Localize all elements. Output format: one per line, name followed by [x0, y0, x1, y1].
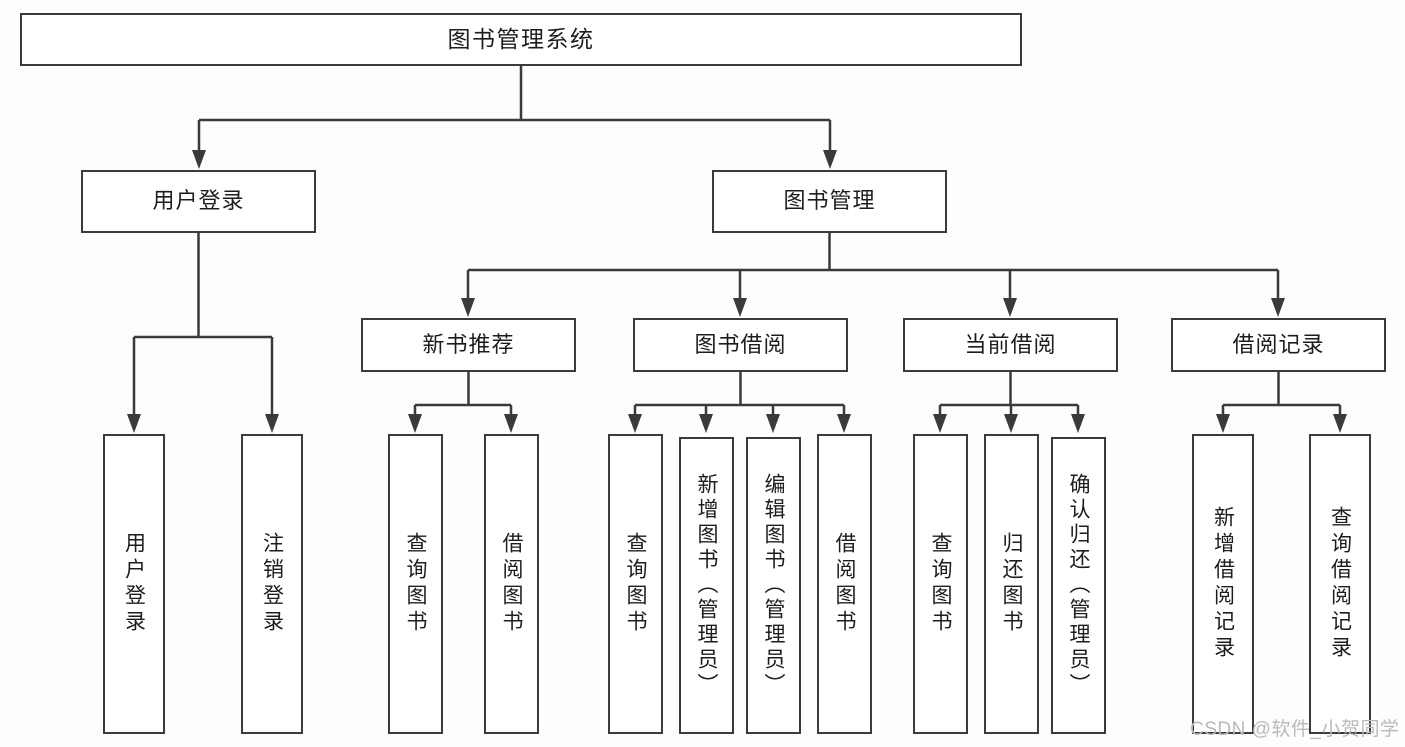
node-leaf-query-book-2[interactable]: 查询图书	[608, 434, 663, 734]
node-leaf-add-record[interactable]: 新增借阅记录	[1192, 434, 1254, 734]
node-leaf-edit-book[interactable]: 编辑图书（管理员）	[746, 437, 801, 734]
node-label: 查询图书	[929, 532, 952, 636]
node-leaf-query-book-1[interactable]: 查询图书	[388, 434, 443, 734]
node-leaf-user-login[interactable]: 用户登录	[103, 434, 165, 734]
node-root[interactable]: 图书管理系统	[20, 13, 1022, 66]
node-leaf-query-book-3[interactable]: 查询图书	[913, 434, 968, 734]
node-label: 确认归还（管理员）	[1067, 473, 1090, 698]
node-label: 图书借阅	[694, 331, 787, 357]
node-label: 查询借阅记录	[1328, 506, 1352, 662]
node-leaf-confirm-return[interactable]: 确认归还（管理员）	[1051, 437, 1106, 734]
node-label: 新增图书（管理员）	[695, 473, 718, 698]
node-leaf-add-book[interactable]: 新增图书（管理员）	[679, 437, 734, 734]
node-label: 查询图书	[624, 532, 647, 636]
node-leaf-user-logout[interactable]: 注销登录	[241, 434, 303, 734]
node-current-borrow[interactable]: 当前借阅	[903, 318, 1118, 372]
node-label: 用户登录	[122, 532, 146, 636]
node-label: 借阅图书	[833, 532, 856, 636]
node-label: 当前借阅	[964, 331, 1057, 357]
node-label: 用户登录	[152, 188, 245, 214]
node-label: 图书管理系统	[447, 25, 595, 52]
node-label: 查询图书	[404, 532, 427, 636]
node-new-book-recommend[interactable]: 新书推荐	[361, 318, 576, 372]
node-label: 借阅记录	[1232, 331, 1325, 357]
node-borrow-record[interactable]: 借阅记录	[1171, 318, 1386, 372]
node-label: 借阅图书	[500, 532, 523, 636]
node-label: 新书推荐	[422, 331, 515, 357]
node-book-manage[interactable]: 图书管理	[712, 170, 947, 233]
node-label: 注销登录	[260, 532, 284, 636]
node-leaf-borrow-book-1[interactable]: 借阅图书	[484, 434, 539, 734]
node-label: 新增借阅记录	[1211, 506, 1235, 662]
node-user-login[interactable]: 用户登录	[81, 170, 316, 233]
node-leaf-return-book[interactable]: 归还图书	[984, 434, 1039, 734]
node-leaf-borrow-book-2[interactable]: 借阅图书	[817, 434, 872, 734]
csdn-watermark: CSDN @软件_小贺同学	[1190, 719, 1400, 740]
node-label: 归还图书	[1000, 532, 1023, 636]
node-label: 图书管理	[783, 188, 876, 214]
node-book-borrow[interactable]: 图书借阅	[633, 318, 848, 372]
node-label: 编辑图书（管理员）	[762, 473, 785, 698]
node-leaf-query-record[interactable]: 查询借阅记录	[1309, 434, 1371, 734]
